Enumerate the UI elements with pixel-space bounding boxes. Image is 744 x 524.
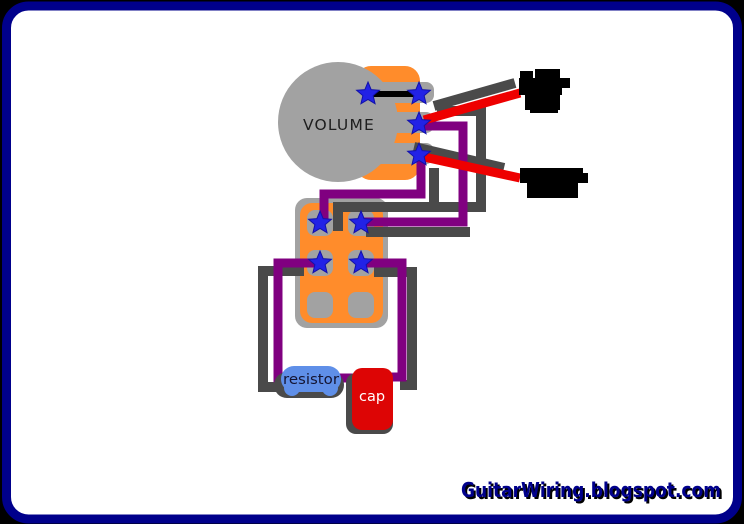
wire-switch-to-cap: [364, 258, 407, 382]
watermark-text: GuitarWiring.blogspot.com: [461, 478, 721, 502]
wire-red-bottom: [423, 152, 521, 183]
wire-pot-bottom-to-switch: [319, 159, 426, 219]
switch-pad-6: [348, 292, 374, 318]
pot-label: VOLUME: [303, 116, 375, 134]
cap-body: [352, 368, 393, 430]
wire-pot-mid-to-switch: [364, 121, 468, 227]
wire-red-top: [422, 88, 522, 125]
black-label-blob-bottom: [520, 168, 588, 198]
switch-pad-5: [307, 292, 333, 318]
watermark-outline: GuitarWiring.blogspot.com: [463, 480, 723, 504]
black-label-blob-top: [519, 69, 570, 113]
wire-shadow-red-top: [432, 78, 517, 111]
resistor-label: resistor: [283, 372, 339, 388]
resistor-body: [281, 366, 341, 392]
wire-shadow-d: [374, 267, 417, 390]
cap-label: cap: [359, 389, 385, 405]
wire-shadow-b: [333, 168, 439, 231]
